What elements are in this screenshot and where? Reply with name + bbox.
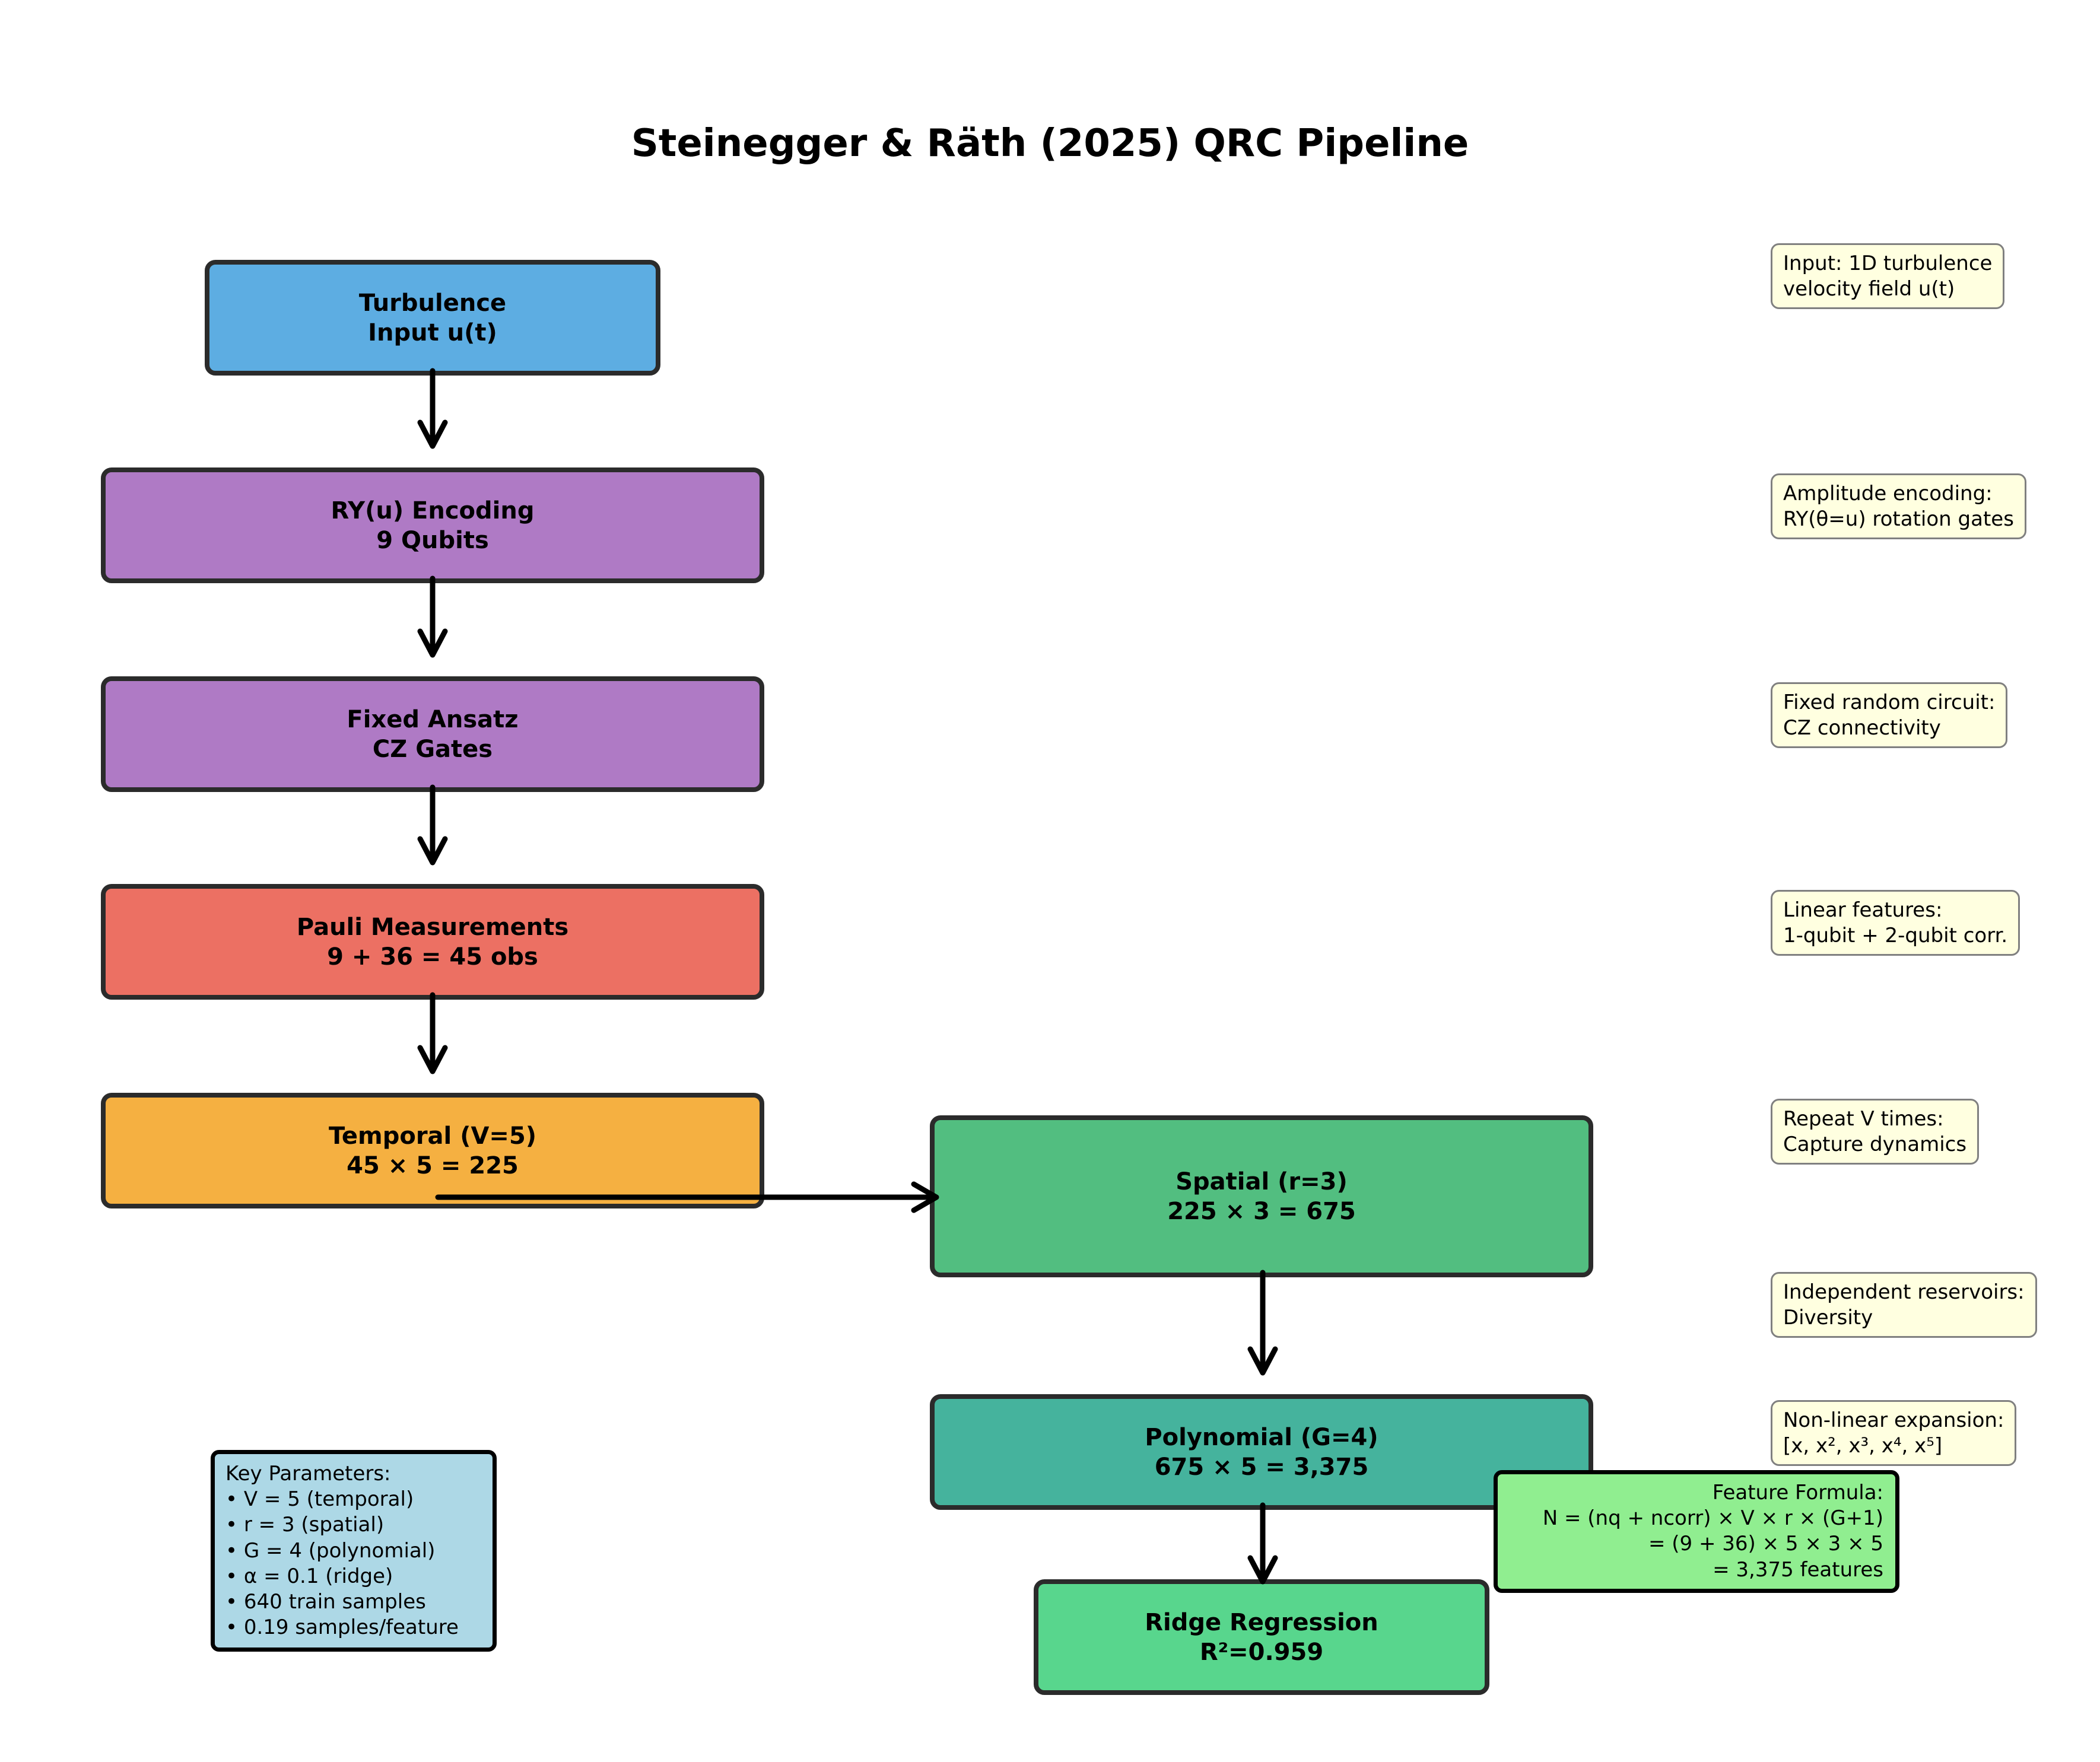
note-independent-line2: Diversity <box>1783 1305 1873 1330</box>
note-repeat: Repeat V times: Capture dynamics <box>1771 1099 1980 1165</box>
note-amplitude-line1: Amplitude encoding: <box>1783 482 1993 505</box>
note-fixed-line1: Fixed random circuit: <box>1783 691 1996 714</box>
node-turbulence-input: Turbulence Input u(t) <box>205 260 660 376</box>
params-item: • V = 5 (temporal) <box>225 1487 414 1512</box>
node-temporal-line1: Temporal (V=5) <box>328 1122 537 1150</box>
params-item: • α = 0.1 (ridge) <box>225 1564 393 1588</box>
node-spatial-line1: Spatial (r=3) <box>1176 1168 1348 1195</box>
node-polynomial-line2: 675 × 5 = 3,375 <box>1154 1453 1369 1481</box>
params-item: • 0.19 samples/feature <box>225 1615 459 1640</box>
note-linear-features: Linear features: 1-qubit + 2-qubit corr. <box>1771 890 2020 956</box>
node-turbulence-line2: Input u(t) <box>368 319 497 346</box>
note-input: Input: 1D turbulence velocity field u(t) <box>1771 243 2005 309</box>
note-repeat-line1: Repeat V times: <box>1783 1107 1944 1131</box>
node-encoding-line1: RY(u) Encoding <box>331 497 535 524</box>
note-input-line1: Input: 1D turbulence <box>1783 252 1993 275</box>
params-item: • 640 train samples <box>225 1589 426 1614</box>
node-measure-line2: 9 + 36 = 45 obs <box>327 943 538 971</box>
params-item: • G = 4 (polynomial) <box>225 1538 436 1563</box>
node-ansatz-line2: CZ Gates <box>372 735 493 763</box>
arrow-turbulence-to-encoding <box>417 368 448 449</box>
note-nonlinear: Non-linear expansion: [x, x², x³, x⁴, x⁵… <box>1771 1400 2017 1466</box>
node-measure-line1: Pauli Measurements <box>296 913 569 941</box>
key-parameters-box: Key Parameters: • V = 5 (temporal) • r =… <box>211 1450 497 1652</box>
node-ansatz-line1: Fixed Ansatz <box>347 705 519 733</box>
note-nonlinear-line1: Non-linear expansion: <box>1783 1408 2004 1432</box>
note-nonlinear-line2: [x, x², x³, x⁴, x⁵] <box>1783 1433 1943 1458</box>
formula-line3: = (9 + 36) × 5 × 3 × 5 <box>1648 1532 1883 1556</box>
note-linear-line1: Linear features: <box>1783 898 1943 922</box>
node-ridge-regression: Ridge Regression R²=0.959 <box>1034 1579 1489 1695</box>
feature-formula-box: Feature Formula: N = (nq + ncorr) × V × … <box>1494 1470 1899 1593</box>
note-input-line2: velocity field u(t) <box>1783 276 1955 301</box>
note-amplitude-line2: RY(θ=u) rotation gates <box>1783 507 2014 531</box>
params-item: • r = 3 (spatial) <box>225 1513 385 1537</box>
arrow-encoding-to-ansatz <box>417 575 448 658</box>
params-heading: Key Parameters: <box>225 1462 391 1486</box>
formula-line4: = 3,375 features <box>1713 1557 1883 1582</box>
node-temporal-line2: 45 × 5 = 225 <box>347 1152 519 1179</box>
note-amplitude: Amplitude encoding: RY(θ=u) rotation gat… <box>1771 473 2026 539</box>
formula-line1: Feature Formula: <box>1712 1481 1883 1505</box>
arrow-ansatz-to-measure <box>417 784 448 866</box>
node-turbulence-line1: Turbulence <box>358 289 507 317</box>
note-linear-line2: 1-qubit + 2-qubit corr. <box>1783 923 2008 947</box>
arrow-measure-to-temporal <box>417 992 448 1074</box>
note-fixed-line2: CZ connectivity <box>1783 715 1941 740</box>
node-spatial: Spatial (r=3) 225 × 3 = 675 <box>930 1115 1593 1277</box>
node-ry-encoding: RY(u) Encoding 9 Qubits <box>101 467 764 583</box>
node-fixed-ansatz: Fixed Ansatz CZ Gates <box>101 676 764 792</box>
note-independent: Independent reservoirs: Diversity <box>1771 1272 2037 1338</box>
diagram-title: Steinegger & Räth (2025) QRC Pipeline <box>631 122 1469 166</box>
node-encoding-line2: 9 Qubits <box>376 526 489 554</box>
arrow-spatial-to-polynomial <box>1247 1270 1278 1376</box>
node-polynomial-line1: Polynomial (G=4) <box>1145 1423 1378 1451</box>
node-pauli-measurements: Pauli Measurements 9 + 36 = 45 obs <box>101 884 764 1000</box>
note-repeat-line2: Capture dynamics <box>1783 1132 1967 1156</box>
node-ridge-line2: R²=0.959 <box>1199 1638 1324 1666</box>
node-polynomial: Polynomial (G=4) 675 × 5 = 3,375 <box>930 1394 1593 1510</box>
note-independent-line1: Independent reservoirs: <box>1783 1280 2025 1304</box>
node-temporal: Temporal (V=5) 45 × 5 = 225 <box>101 1093 764 1208</box>
node-ridge-line1: Ridge Regression <box>1145 1608 1378 1636</box>
node-spatial-line2: 225 × 3 = 675 <box>1167 1197 1356 1225</box>
note-fixed-circuit: Fixed random circuit: CZ connectivity <box>1771 682 2008 748</box>
formula-line2: N = (nq + ncorr) × V × r × (G+1) <box>1542 1506 1883 1531</box>
arrow-polynomial-to-ridge <box>1247 1502 1278 1585</box>
